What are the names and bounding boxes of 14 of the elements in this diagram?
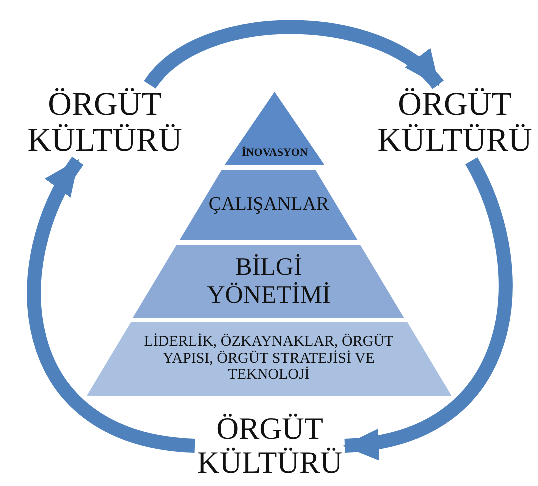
- pyramid-layer: [133, 245, 405, 318]
- layer-label: İNOVASYON: [242, 146, 308, 159]
- layer-label: ÇALIŞANLAR: [208, 194, 330, 216]
- pyramid-top: [225, 92, 325, 165]
- pyramid-layer: [180, 170, 358, 240]
- curved-arrow: [144, 20, 444, 90]
- culture-label: ÖRGÜT KÜLTÜRÜ: [196, 412, 344, 480]
- culture-label: ÖRGÜT KÜLTÜRÜ: [376, 86, 534, 160]
- curved-arrow: [343, 158, 513, 458]
- curved-arrow: [28, 157, 196, 453]
- culture-label: ÖRGÜT KÜLTÜRÜ: [26, 86, 184, 160]
- pyramid-base: [86, 322, 452, 396]
- layer-label: BİLGİ YÖNETİMİ: [206, 254, 332, 309]
- layer-label: LİDERLİK, ÖZKAYNAKLAR, ÖRGÜT YAPISI, ÖRGÜT STRATEJİSİ VE TEKNOLOJİ: [143, 334, 395, 384]
